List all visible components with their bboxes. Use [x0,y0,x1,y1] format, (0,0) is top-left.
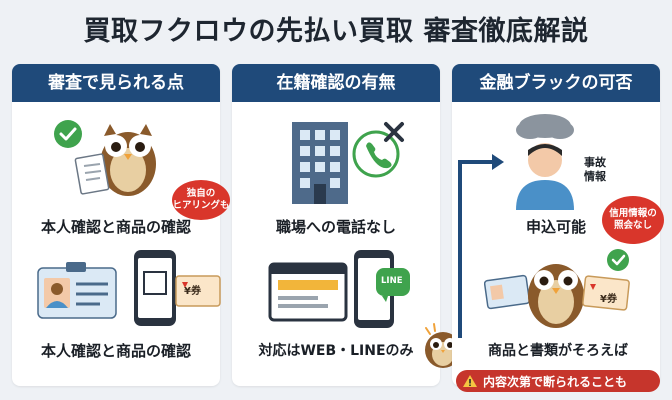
warning-icon [463,375,477,387]
office-building-icon [292,122,348,204]
page-title: 買取フクロウの先払い買取 審査徹底解説 [83,16,589,47]
panel-header: 審査で見られる点 [12,64,220,102]
voucher-price-text-2: ¥券 [600,294,617,305]
panel-header: 在籍確認の有無 [232,64,440,102]
panel-header: 金融ブラックの可否 [452,64,660,102]
warning-text: 内容次第で断られることも [483,374,628,389]
no-phone-call-icon [352,122,404,178]
flow-arrow-icon [458,154,504,338]
label-web-line-only: 対応はWEB・LINEのみ [258,343,414,359]
owl-with-cards-icon [484,249,630,328]
accident-info-text: 事故 情報 [584,156,606,183]
worried-person-icon [516,114,574,210]
panel-employment-check: 在籍確認の有無 [232,64,440,386]
warning-banner: 内容次第で断られることも [456,370,660,392]
owl-with-document-icon [54,120,156,196]
extra-hearing-bubble: 独自の ヒアリングも [172,180,230,220]
label-no-workplace-call: 職場への電話なし [275,218,396,236]
panel-screening-points: 審査で見られる点 [12,64,220,386]
label-if-items-and-docs: 商品と書類がそろえば [488,343,628,359]
no-credit-check-bubble: 信用情報の 照会なし [602,196,664,244]
line-app-phone-icon [354,250,410,328]
label-application-possible: 申込可能 [525,218,586,236]
label-identity-check-2: 本人確認と商品の確認 [40,342,191,360]
line-badge-text: LINE [381,276,403,286]
phone-with-voucher-icon [134,250,221,326]
web-browser-icon [268,262,348,322]
voucher-price-text: ¥券 [184,286,201,297]
label-identity-check: 本人確認と商品の確認 [40,218,191,236]
id-card-icon [37,262,117,319]
